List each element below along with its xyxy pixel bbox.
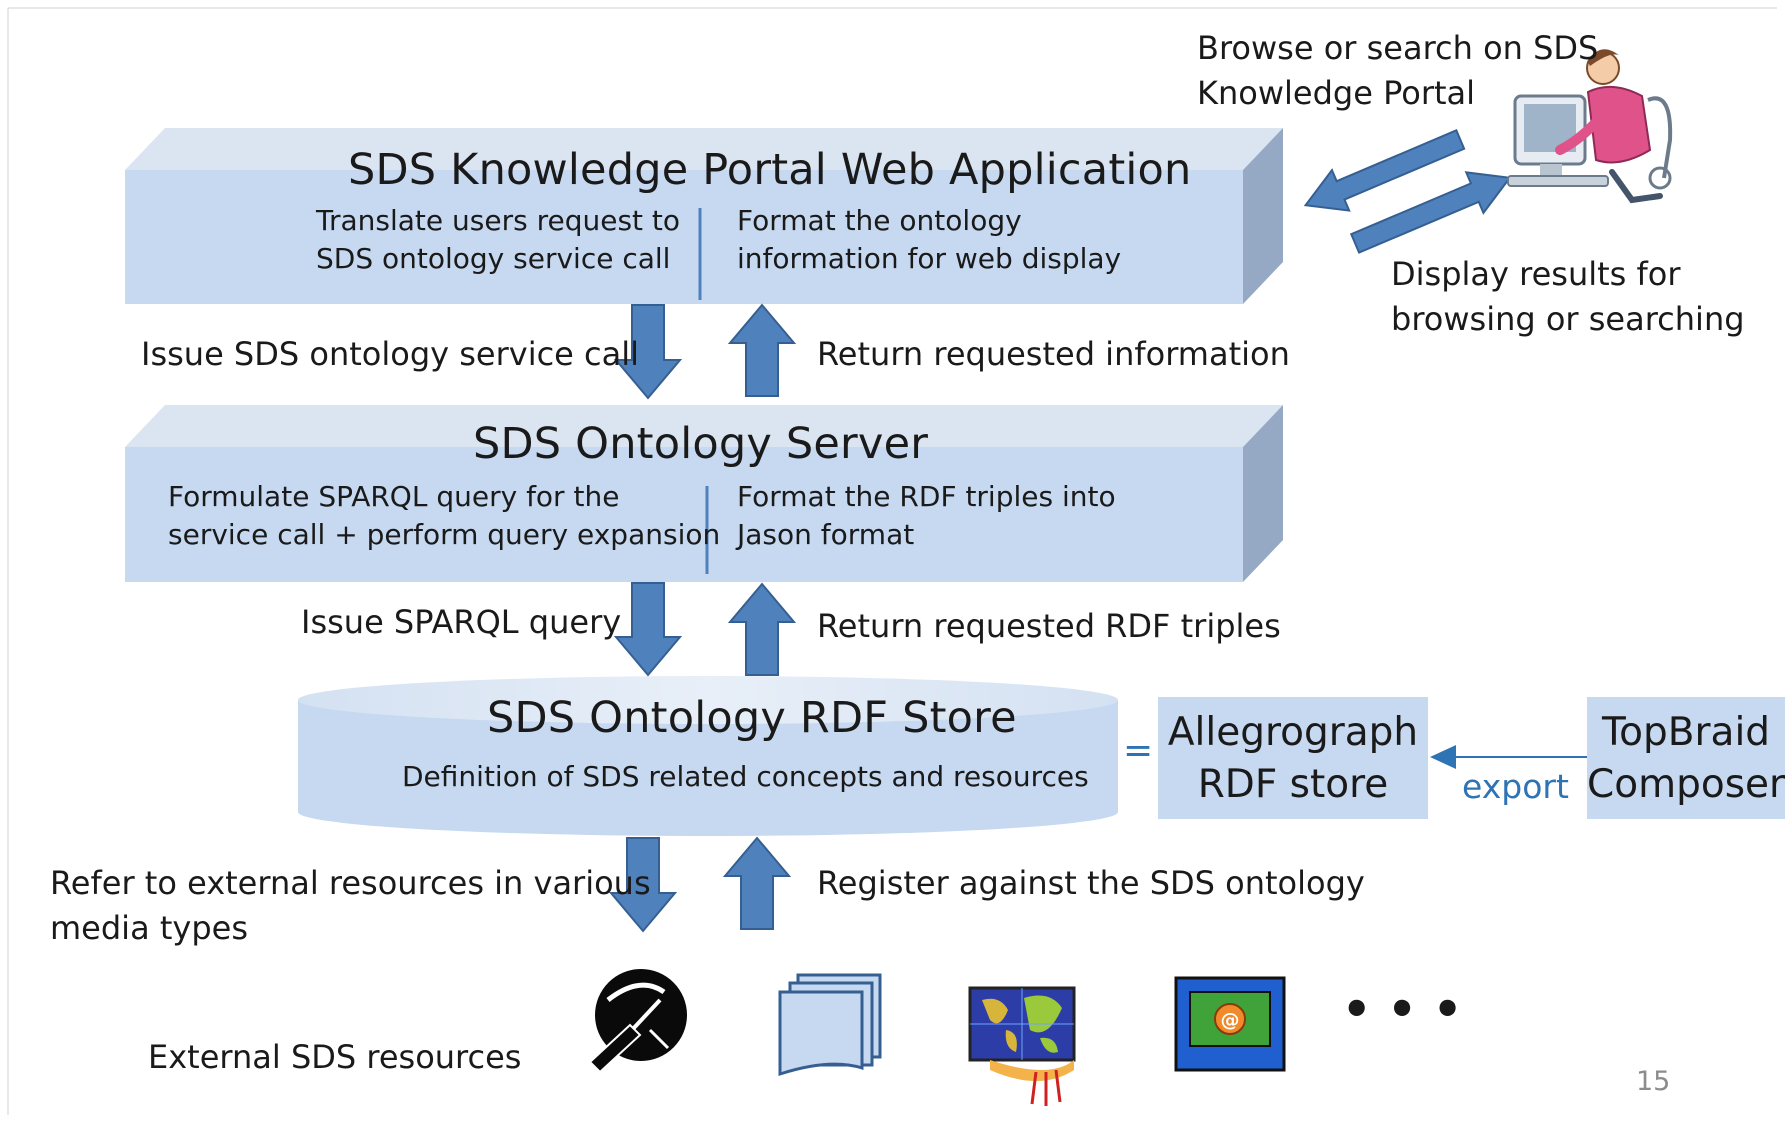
browse-request-arrow	[1303, 129, 1466, 212]
portal-left-line2: SDS ontology service call	[316, 242, 671, 275]
server-right-line2: Jason format	[737, 518, 915, 551]
display-label-line2: browsing or searching	[1391, 300, 1745, 338]
server-left-line2: service call + perform query expansion	[168, 518, 721, 551]
portal-right-line2: information for web display	[737, 242, 1122, 275]
rdf-store-cylinder	[298, 676, 1118, 836]
issue-service-call-label: Issue SDS ontology service call	[141, 335, 640, 373]
documents-icon	[778, 973, 882, 1077]
server-left-line1: Formulate SPARQL query for the	[168, 480, 620, 513]
topbraid-label-line1: TopBraid	[1601, 710, 1771, 755]
store-subtitle: Definition of SDS related concepts and r…	[402, 760, 1089, 793]
server-layer	[125, 405, 1283, 582]
topbraid-label-line2: Composer	[1587, 762, 1785, 807]
issue-sparql-arrow	[613, 582, 683, 677]
export-arrowhead	[1430, 745, 1456, 769]
display-label-line1: Display results for	[1391, 255, 1681, 293]
refer-resources-label-line2: media types	[50, 909, 248, 947]
issue-sparql-label: Issue SPARQL query	[301, 603, 622, 641]
register-label: Register against the SDS ontology	[817, 864, 1365, 902]
portal-layer-top	[125, 128, 1283, 170]
server-layer-side	[1243, 405, 1283, 582]
refer-resources-arrow	[608, 837, 678, 933]
register-arrow	[722, 836, 792, 930]
external-resources-label: External SDS resources	[148, 1038, 522, 1076]
portal-layer	[125, 128, 1283, 304]
equals-sign: =	[1123, 730, 1154, 771]
server-layer-top	[125, 405, 1283, 447]
display-results-arrow	[1349, 171, 1512, 254]
topbraid-box	[1587, 697, 1785, 819]
svg-text:@: @	[1221, 1009, 1240, 1031]
store-title: SDS Ontology RDF Store	[487, 693, 1017, 743]
return-triples-arrow	[727, 582, 797, 676]
world-map-icon	[968, 986, 1076, 1106]
server-layer-front	[125, 447, 1243, 582]
issue-service-call-arrow	[613, 304, 683, 400]
server-right-line1: Format the RDF triples into	[737, 480, 1116, 513]
portal-layer-side	[1243, 128, 1283, 304]
server-title: SDS Ontology Server	[473, 419, 929, 469]
cylinder-bottom	[298, 788, 1118, 836]
refer-resources-label-line1: Refer to external resources in various	[50, 864, 651, 902]
cylinder-top	[298, 676, 1118, 724]
user-at-computer-icon	[1507, 49, 1673, 204]
page-number: 15	[1636, 1066, 1671, 1097]
return-information-label: Return requested information	[817, 335, 1290, 373]
ellipsis-more-resources: • • •	[1342, 982, 1463, 1036]
browse-label-line2: Knowledge Portal	[1197, 74, 1476, 112]
email-icon: @	[1174, 976, 1286, 1072]
return-information-arrow	[727, 303, 797, 397]
allegrograph-box	[1158, 697, 1428, 819]
portal-right-line1: Format the ontology	[737, 204, 1022, 237]
portal-title: SDS Knowledge Portal Web Application	[348, 145, 1192, 195]
portal-left-line1: Translate users request to	[316, 204, 681, 237]
allegrograph-label-line2: RDF store	[1197, 762, 1389, 807]
tools-icon	[588, 969, 687, 1074]
export-label: export	[1462, 767, 1569, 806]
browse-label-line1: Browse or search on SDS	[1197, 29, 1599, 67]
allegrograph-label-line1: Allegrograph	[1167, 710, 1419, 755]
portal-layer-front	[125, 170, 1243, 304]
return-triples-label: Return requested RDF triples	[817, 607, 1281, 645]
